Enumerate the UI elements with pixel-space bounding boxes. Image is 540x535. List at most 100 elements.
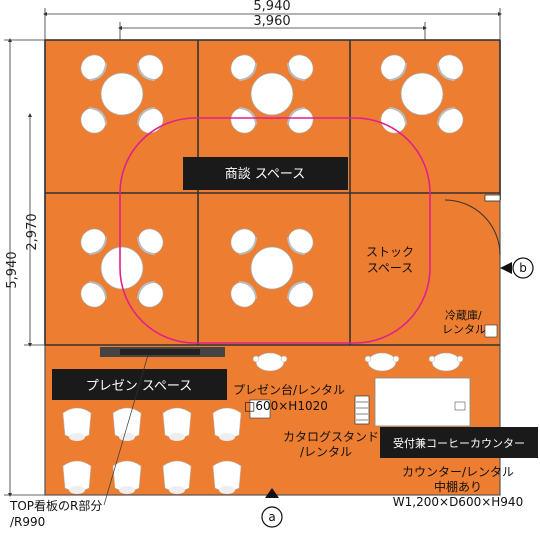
chair <box>80 280 108 308</box>
chair <box>380 54 408 82</box>
chair <box>80 54 108 82</box>
chair-base <box>69 433 85 441</box>
chair <box>286 280 314 308</box>
chair-back <box>239 280 258 299</box>
chair-back <box>286 237 305 256</box>
counter <box>374 377 471 427</box>
counter-label-2: 中棚あり <box>434 479 482 494</box>
counter-label-1: カウンター/レンタル <box>402 465 514 479</box>
chair <box>230 280 258 308</box>
chair-back <box>89 280 108 299</box>
chair-back <box>286 106 305 125</box>
audience-chair <box>112 407 142 441</box>
stool-seat <box>367 352 397 372</box>
catalog-label-2: /レンタル <box>300 445 352 459</box>
chair-back <box>239 237 258 256</box>
chair <box>230 54 258 82</box>
chair-base <box>119 433 135 441</box>
table-sets <box>80 54 464 308</box>
chair-back <box>436 63 455 82</box>
podium <box>249 399 271 419</box>
chair <box>286 54 314 82</box>
table-set <box>80 228 164 308</box>
table-set <box>380 54 464 134</box>
chair <box>230 228 258 256</box>
chair <box>436 106 464 134</box>
stock-label-1: ストック <box>366 245 414 259</box>
chair-base <box>219 433 235 441</box>
catalog-label-1: カタログスタンド <box>283 430 379 444</box>
entrance-b-label: b <box>519 261 527 275</box>
stools <box>252 352 464 372</box>
fridge-icon <box>484 324 498 338</box>
chair-base <box>69 486 85 494</box>
chair-back <box>286 280 305 299</box>
audience-chair <box>162 407 192 441</box>
chair-base <box>119 486 135 494</box>
entrance-b-arrow <box>500 262 512 274</box>
table-set <box>80 54 164 134</box>
audience-chair <box>212 407 242 441</box>
presentation-stage-mid <box>120 349 200 355</box>
table-set <box>230 54 314 134</box>
chair-back <box>286 63 305 82</box>
round-table <box>250 72 294 116</box>
round-table <box>400 72 444 116</box>
entrance-a-arrow <box>265 488 279 498</box>
chair-base <box>219 486 235 494</box>
walls <box>44 39 501 346</box>
door-swing <box>444 199 501 256</box>
catalog-stand-shelves <box>356 401 368 421</box>
sight-route <box>119 117 431 344</box>
stool-knob <box>428 355 436 363</box>
chair-base <box>169 433 185 441</box>
stool-knob <box>364 355 372 363</box>
stool-seat <box>255 352 285 372</box>
audience-chair <box>112 460 142 494</box>
sign-label-1: TOP看板のR部分 <box>9 498 102 513</box>
chair-back <box>136 237 155 256</box>
audience-chair <box>62 407 92 441</box>
door-leaf <box>484 194 501 202</box>
chair <box>136 280 164 308</box>
chair-base <box>169 486 185 494</box>
chair-back <box>136 280 155 299</box>
chair <box>136 106 164 134</box>
chair-back <box>389 106 408 125</box>
counter-label-3: W1,200×D600×H940 <box>393 495 523 509</box>
audience-chairs <box>62 407 242 494</box>
sign-label-2: /R990 <box>10 515 45 529</box>
dim-top-inner: 3,960 <box>253 14 290 29</box>
chair-back <box>239 63 258 82</box>
stool-seat <box>431 352 461 372</box>
chair <box>136 228 164 256</box>
chair-back <box>136 106 155 125</box>
chair <box>80 228 108 256</box>
chair-back <box>136 63 155 82</box>
chair <box>136 54 164 82</box>
dimension-lines <box>4 8 502 497</box>
catalog-stand <box>354 395 370 425</box>
chair <box>380 106 408 134</box>
stool <box>428 352 464 372</box>
stool <box>252 352 288 372</box>
entrance-a-marker <box>261 506 283 528</box>
round-table <box>250 246 294 290</box>
dim-left-inner: 2,970 <box>25 213 40 250</box>
podium-label-1: プレゼン台/レンタル <box>233 382 345 397</box>
audience-chair <box>212 460 242 494</box>
reception-label: 受付兼コーヒーカウンター <box>393 437 525 450</box>
table-set <box>230 228 314 308</box>
chair-back <box>436 106 455 125</box>
chair-back <box>89 63 108 82</box>
round-table <box>100 72 144 116</box>
stool <box>364 352 400 372</box>
chair <box>230 106 258 134</box>
sign-leader <box>103 354 149 506</box>
entrance-b-marker <box>512 257 534 279</box>
dim-top-outer: 5,940 <box>253 0 290 14</box>
fridge-label-2: レンタル <box>442 323 486 336</box>
chair-back <box>89 106 108 125</box>
audience-chair <box>62 460 92 494</box>
